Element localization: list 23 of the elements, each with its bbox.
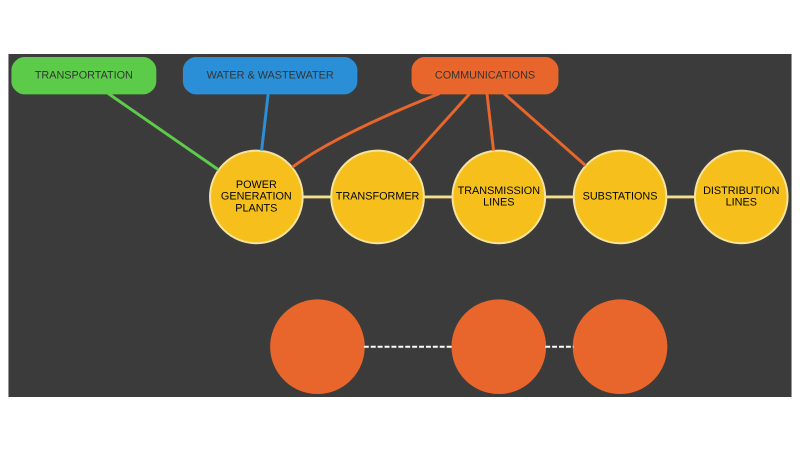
node-circle: SUBSTATIONS	[572, 149, 668, 244]
connector	[107, 92, 220, 170]
node-circle	[572, 298, 668, 394]
connector	[364, 345, 452, 348]
node-box: WATER & WASTEWATER	[182, 56, 358, 94]
connector	[486, 92, 496, 150]
connector	[666, 194, 695, 198]
connector	[291, 92, 440, 168]
node-circle: POWER GENERATION PLANTS	[209, 149, 304, 244]
node-circle: TRANSFORMER	[330, 149, 425, 244]
connector	[260, 92, 270, 150]
connector	[302, 194, 332, 198]
connector	[545, 345, 574, 348]
node-circle: DISTRIBUTION LINES	[694, 149, 789, 244]
node-circle: TRANSMISSION LINES	[452, 149, 546, 244]
connector	[424, 194, 452, 198]
node-circle	[452, 298, 546, 394]
connector	[503, 92, 587, 166]
connector	[545, 194, 574, 198]
node-box: TRANSPORTATION	[11, 56, 156, 94]
node-box: COMMUNICATIONS	[412, 56, 558, 94]
connector	[407, 92, 471, 162]
node-circle	[270, 298, 365, 394]
